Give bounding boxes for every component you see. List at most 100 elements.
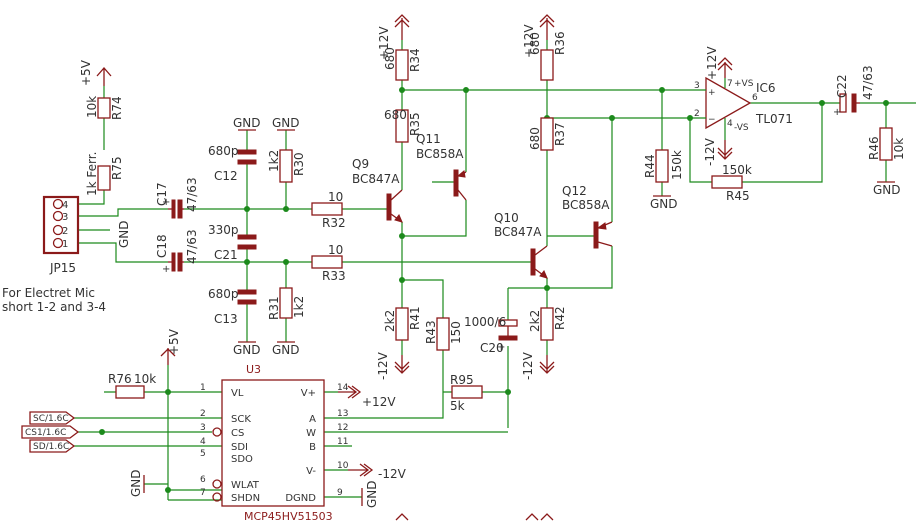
r33-ref: R33 <box>322 269 346 283</box>
p12v-label-c: +12V <box>705 46 719 80</box>
u3-pin-name: SDO <box>231 454 253 465</box>
r31-ref: R31 <box>267 296 281 320</box>
r41-body <box>395 307 409 341</box>
r34-value: 680 <box>383 47 397 70</box>
ic6-pin: 7 <box>727 79 733 89</box>
ic6-pin: 6 <box>752 93 758 103</box>
p12v-label-a: +12V <box>377 26 391 60</box>
junctions <box>99 87 889 493</box>
gnd-label: GND <box>873 183 901 197</box>
u3-pin-name: CS <box>231 428 244 439</box>
net-sc: SC/1.6C <box>33 414 69 424</box>
c13-ref: C13 <box>214 312 238 326</box>
q10-ref: Q10 <box>494 211 519 225</box>
jp15-gnd-label: GND <box>117 220 131 248</box>
u3-pin-number: 1 <box>200 383 206 393</box>
c22-ref: C22 <box>835 74 849 98</box>
ic6-vs-neg: -VS <box>734 123 749 133</box>
r36-ref: R36 <box>553 31 567 55</box>
u3-value: MCP45HV51503 <box>244 510 333 523</box>
u3-pin-number: 4 <box>200 437 206 447</box>
c20-ref: C20 <box>480 341 504 355</box>
u3-pin-number: 10 <box>337 461 349 471</box>
r75-ref: R75 <box>110 156 124 180</box>
connector-jp15: 4 3 2 1 GND JP15 <box>42 195 131 275</box>
capacitors: + + + + <box>162 93 860 353</box>
m12v-arrow-icon <box>348 140 733 477</box>
r31-body <box>279 287 293 319</box>
transistors <box>386 169 613 279</box>
q12-symbol <box>593 221 613 249</box>
c17-plate-neg <box>177 199 183 219</box>
r37-body <box>540 117 554 151</box>
r32-ref: R32 <box>322 216 346 230</box>
ic6-pin: 3 <box>694 81 700 91</box>
gnd-label: GND <box>650 197 678 211</box>
power-symbols: +5V +12V +12V +12V +12V -12V -12V -12V -… <box>79 14 901 508</box>
gnd-label: GND <box>365 480 379 508</box>
u3-pin-number: 6 <box>200 475 206 485</box>
u3-pin-number: 12 <box>337 423 348 433</box>
net-cs1: CS1/1.6C <box>25 428 66 438</box>
r43-ref: R43 <box>424 320 438 344</box>
note-line-2: short 1-2 and 3-4 <box>2 300 106 314</box>
ic6-vs-pos: +VS <box>734 79 754 89</box>
gnd-label: GND <box>233 343 261 357</box>
r95-value: 5k <box>450 399 465 413</box>
u3-pin-name: A <box>309 414 316 425</box>
r95-ref: R95 <box>450 373 474 387</box>
r30-body <box>279 149 293 183</box>
r34-ref: R34 <box>408 48 422 72</box>
r37-value: 680 <box>528 127 542 150</box>
r46-ref: R46 <box>867 136 881 160</box>
r35-body <box>395 109 409 143</box>
r46-body <box>879 127 893 161</box>
resistors <box>97 49 893 399</box>
gnd-label: GND <box>272 343 300 357</box>
jp15-pin: 4 <box>62 200 68 211</box>
u3-pin-name: V+ <box>301 388 316 399</box>
r45-body <box>711 175 743 189</box>
u3-pin-name: SDI <box>231 442 248 453</box>
u3-pin-name: SCK <box>231 414 251 425</box>
q11-ref: Q11 <box>416 132 441 146</box>
r42-ref: R42 <box>553 306 567 330</box>
u3-pin-number: 14 <box>337 383 349 393</box>
r76-body <box>115 385 145 399</box>
r46-value: 10k <box>892 138 906 160</box>
r95-body <box>451 385 483 399</box>
r42-value: 2k2 <box>528 310 542 332</box>
net-sd: SD/1.6C <box>33 442 69 452</box>
p5v-arrow-icon <box>160 348 176 365</box>
p5v-label-b: +5V <box>167 328 181 355</box>
r45-ref: R45 <box>726 189 750 203</box>
r76-ref: R76 <box>108 372 132 386</box>
note-line-1: For Electret Mic <box>2 286 95 300</box>
c13-value: 680p <box>208 287 239 301</box>
r41-ref: R41 <box>408 306 422 330</box>
r44-body <box>655 149 669 183</box>
p12v-label-d: +12V <box>362 395 396 409</box>
q9-value: BC847A <box>352 172 400 186</box>
r75-value: 1k Ferr. <box>85 152 99 196</box>
r74-value: 10k <box>85 96 99 118</box>
q10-value: BC847A <box>494 225 542 239</box>
q12-ref: Q12 <box>562 184 587 198</box>
u3-pin-name: W <box>306 428 316 439</box>
jp15-pin: 1 <box>62 239 68 250</box>
net-flags: SC/1.6C CS1/1.6C SD/1.6C <box>21 411 80 453</box>
r30-value: 1k2 <box>267 150 281 172</box>
r37-ref: R37 <box>553 122 567 146</box>
q11-symbol <box>453 169 467 201</box>
m12v-label-d: -12V <box>378 467 407 481</box>
q12-value: BC858A <box>562 198 610 212</box>
r36-value: 680 <box>528 32 542 55</box>
u3-pin-name: DGND <box>285 493 316 504</box>
p12v-arrow-icon <box>338 14 733 399</box>
q9-symbol <box>386 189 403 223</box>
c22-value: 47/63 <box>861 65 875 100</box>
p5v-label: +5V <box>79 59 93 86</box>
u3-pin-number: 7 <box>200 488 206 498</box>
ic6-pin: 2 <box>694 109 700 119</box>
c18-value: 47/63 <box>185 229 199 264</box>
